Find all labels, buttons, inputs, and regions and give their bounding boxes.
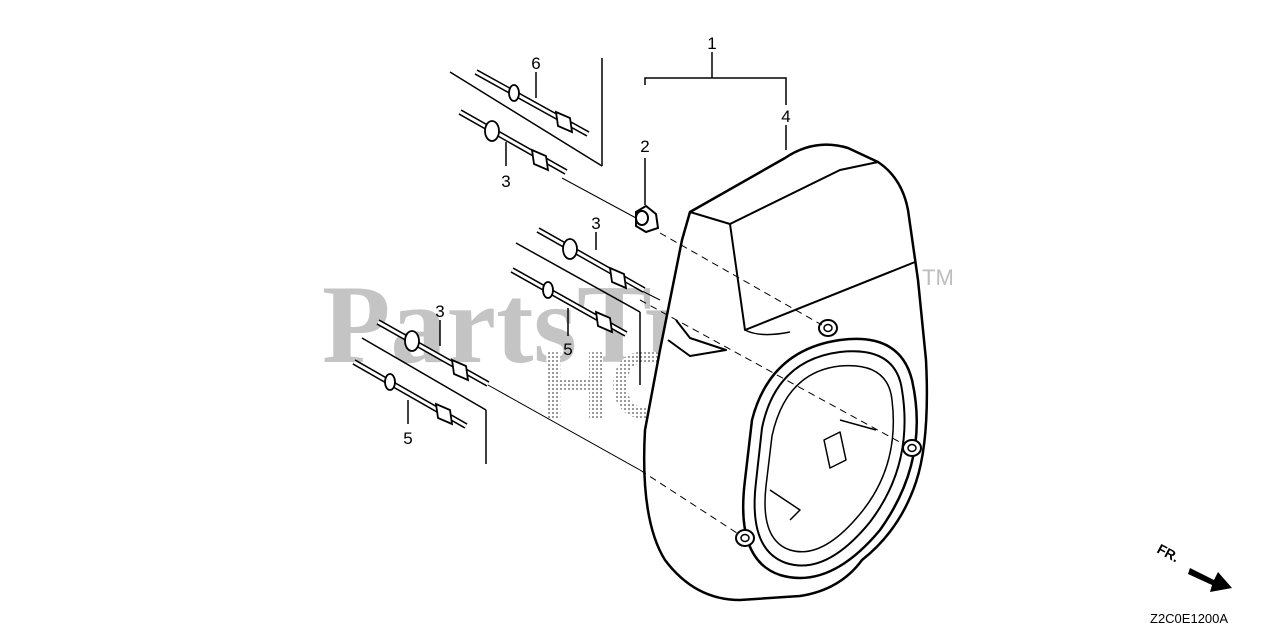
callout-6: 6 xyxy=(531,54,540,73)
callout-4: 4 xyxy=(781,107,790,126)
stud-bolt-3-lower xyxy=(376,319,490,387)
grommet xyxy=(635,204,660,234)
diagram-code: Z2C0E1200A xyxy=(1150,611,1228,626)
callout-5-lower: 5 xyxy=(403,429,412,448)
stud-bolt-3-top xyxy=(458,109,568,175)
front-label: FR. xyxy=(1155,541,1182,566)
callouts: 1 2 3 3 3 4 5 5 6 xyxy=(403,34,790,448)
watermark-trademark: TM xyxy=(922,265,954,290)
callout-2: 2 xyxy=(640,137,649,156)
fan-shroud xyxy=(642,143,929,602)
callout-1: 1 xyxy=(707,34,716,53)
callout-3-top: 3 xyxy=(501,172,510,191)
front-arrow-icon xyxy=(1188,568,1232,592)
stud-bolt-5-lower xyxy=(352,359,468,429)
callout-3-middle: 3 xyxy=(591,214,600,233)
stud-bolt-6 xyxy=(474,69,590,137)
stud-bolt-3-middle xyxy=(536,227,646,293)
stud-bolt-5-middle xyxy=(510,267,628,337)
callout-5-middle: 5 xyxy=(563,340,572,359)
bracket-lines xyxy=(361,52,787,464)
stud-bolts xyxy=(352,69,646,429)
alignment-lines xyxy=(639,232,906,536)
leader-lines xyxy=(487,177,661,471)
front-direction-indicator: FR. xyxy=(1155,541,1232,592)
callout-3-lower: 3 xyxy=(435,302,444,321)
